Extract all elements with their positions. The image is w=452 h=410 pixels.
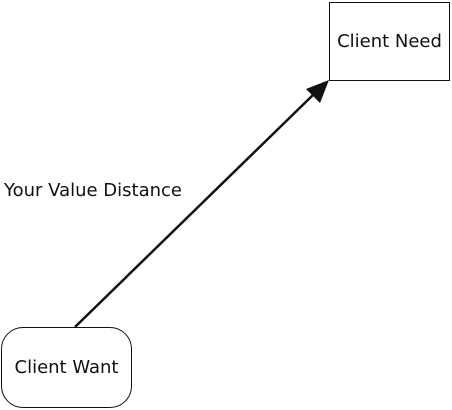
arrow-head (306, 80, 329, 103)
client-need-node: Client Need (329, 2, 450, 81)
client-need-label: Client Need (337, 30, 442, 52)
client-want-node: Client Want (1, 327, 132, 408)
arrow-shaft (74, 93, 315, 328)
value-distance-label: Your Value Distance (4, 180, 183, 201)
client-want-label: Client Want (14, 356, 119, 378)
